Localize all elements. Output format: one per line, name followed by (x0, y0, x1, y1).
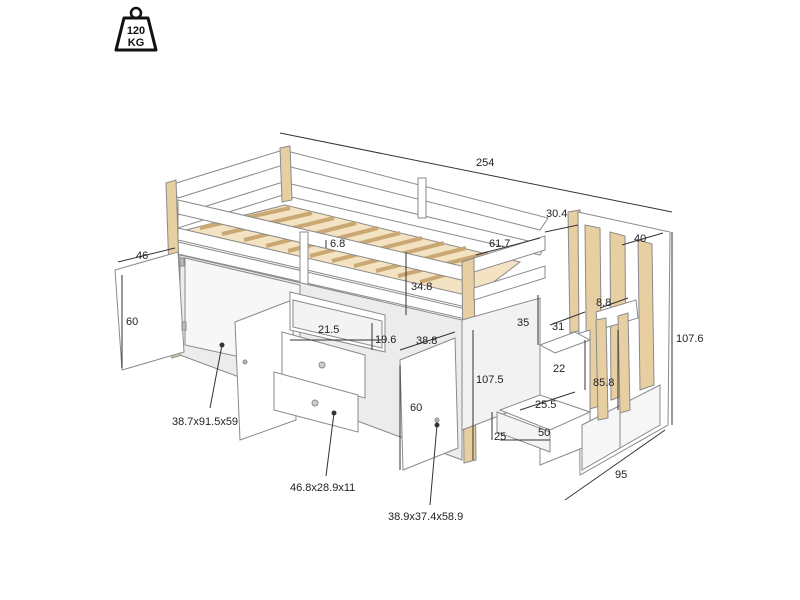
left-cabinet-door (114, 251, 187, 371)
callout-labels: 38.7x91.5x59 46.8x28.9x11 38.9x37.4x58.9 (172, 416, 463, 523)
dim-stair-total-depth: 95 (615, 469, 627, 481)
weight-icon: 120 KG (114, 6, 158, 52)
weight-value: 120 (127, 25, 145, 37)
dim-slat-gap: 6.8 (330, 238, 345, 250)
callout-right-cabinet: 38.9x37.4x58.9 (388, 511, 463, 523)
dim-stair-top-depth: 40 (634, 233, 646, 245)
dim-total-length: 254 (476, 157, 494, 169)
dim-stair-total-height: 107.6 (676, 333, 704, 345)
dim-rail-height: 34.8 (411, 281, 432, 293)
callout-drawers: 46.8x28.9x11 (290, 482, 355, 494)
staircase (496, 211, 671, 476)
dim-drawer-height: 19.6 (375, 334, 396, 346)
dim-step-height: 22 (553, 363, 565, 375)
dim-bottom-step-width: 50 (538, 427, 550, 439)
dim-stair-step-width: 30.4 (546, 208, 567, 220)
dimension-lines (117, 132, 673, 506)
drawer-stack (273, 291, 386, 433)
dim-cabinet-door-height: 60 (126, 316, 138, 328)
weight-unit: KG (128, 37, 145, 49)
dim-bed-height: 107.5 (476, 374, 504, 386)
dim-handrail-gap: 8.8 (596, 297, 611, 309)
dim-rail-length: 61.7 (489, 238, 510, 250)
dim-ladder-gap: 35 (517, 317, 529, 329)
dim-step-depth-top: 31 (552, 321, 564, 333)
callout-left-cabinet: 38.7x91.5x59 (172, 416, 238, 428)
dim-right-door-width: 38.8 (416, 335, 437, 347)
dim-bottom-step-height: 25 (494, 431, 506, 443)
right-cabinet-door (399, 337, 459, 471)
dim-handrail-height: 85.8 (593, 377, 614, 389)
dim-right-door-height: 60 (410, 402, 422, 414)
dim-drawer-width: 21.5 (318, 324, 339, 336)
dim-step-depth: 25.5 (535, 399, 556, 411)
dimension-labels: 254 30.4 61.7 40 6.8 34.8 46 60 21.5 19.… (126, 157, 704, 481)
dim-cabinet-door-width: 46 (136, 250, 148, 262)
